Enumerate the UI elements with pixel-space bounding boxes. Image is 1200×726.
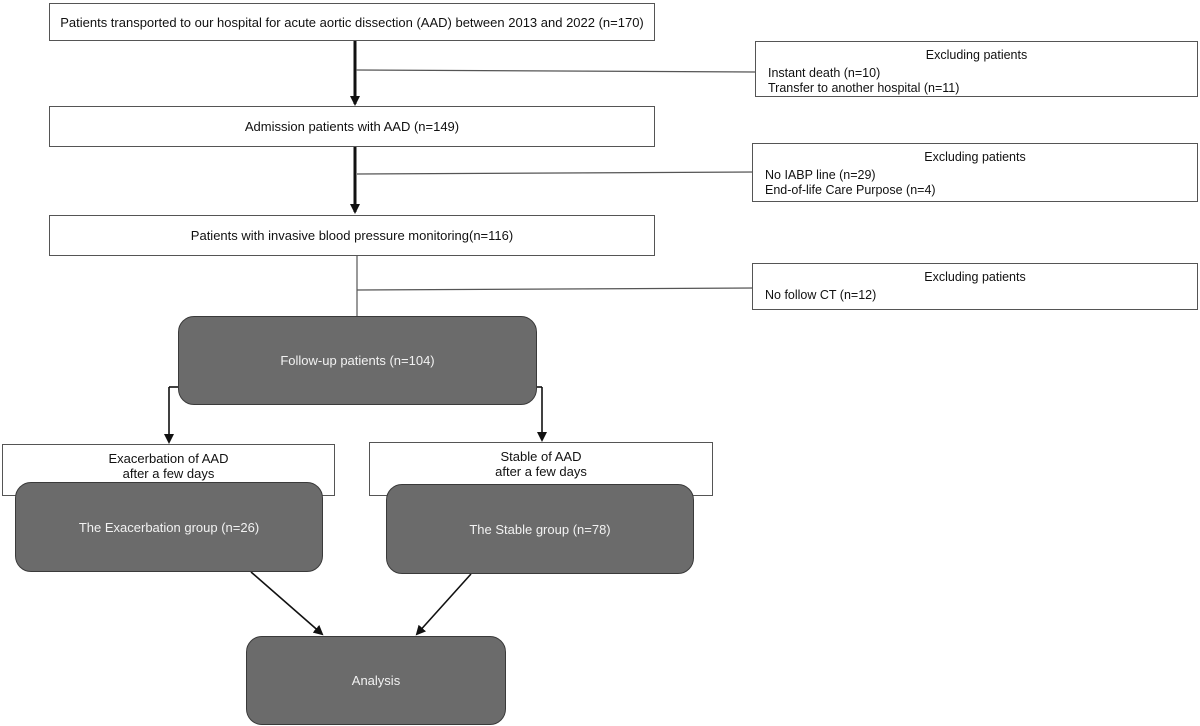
exacerbation-group-box: The Exacerbation group (n=26) [15, 482, 323, 572]
monitoring-box-text: Patients with invasive blood pressure mo… [190, 228, 514, 243]
exacerbation-label-line1: Exacerbation of AAD [108, 451, 229, 466]
admission-box-text: Admission patients with AAD (n=149) [244, 119, 460, 134]
admission-box: Admission patients with AAD (n=149) [49, 106, 655, 147]
analysis-box-text: Analysis [351, 673, 401, 688]
exclusion-item: No IABP line (n=29) [765, 168, 876, 182]
exclusion-title: Excluding patients [924, 150, 1026, 164]
analysis-box: Analysis [246, 636, 506, 725]
monitoring-box: Patients with invasive blood pressure mo… [49, 215, 655, 256]
exclusion-item: Instant death (n=10) [768, 66, 881, 80]
followup-box: Follow-up patients (n=104) [178, 316, 537, 405]
top-box: Patients transported to our hospital for… [49, 3, 655, 41]
followup-box-text: Follow-up patients (n=104) [280, 353, 435, 368]
exclusion-title: Excluding patients [924, 270, 1026, 284]
exclusion-box-2: Excluding patients No IABP line (n=29) E… [752, 143, 1198, 202]
exacerbation-group-text: The Exacerbation group (n=26) [78, 519, 260, 535]
exclusion-item: End-of-life Care Purpose (n=4) [765, 183, 936, 197]
stable-label-line1: Stable of AAD [500, 449, 582, 464]
branch-line-exclusion-2 [356, 171, 756, 175]
arrow-exacerbation-to-analysis [250, 571, 324, 636]
exclusion-box-1: Excluding patients Instant death (n=10) … [755, 41, 1198, 97]
top-box-text: Patients transported to our hospital for… [60, 14, 644, 30]
branch-line-exclusion-1 [355, 69, 756, 73]
stable-group-text: The Stable group (n=78) [469, 521, 611, 537]
arrow-stable-to-analysis [415, 573, 472, 636]
exacerbation-label-line2: after a few days [122, 466, 215, 481]
exclusion-item: No follow CT (n=12) [765, 288, 877, 302]
exclusion-title: Excluding patients [925, 48, 1028, 62]
exclusion-item: Transfer to another hospital (n=11) [768, 81, 960, 95]
stable-label-line2: after a few days [495, 464, 587, 479]
exclusion-box-3: Excluding patients No follow CT (n=12) [752, 263, 1198, 310]
branch-line-exclusion-3 [356, 287, 756, 291]
stable-group-box: The Stable group (n=78) [386, 484, 694, 574]
